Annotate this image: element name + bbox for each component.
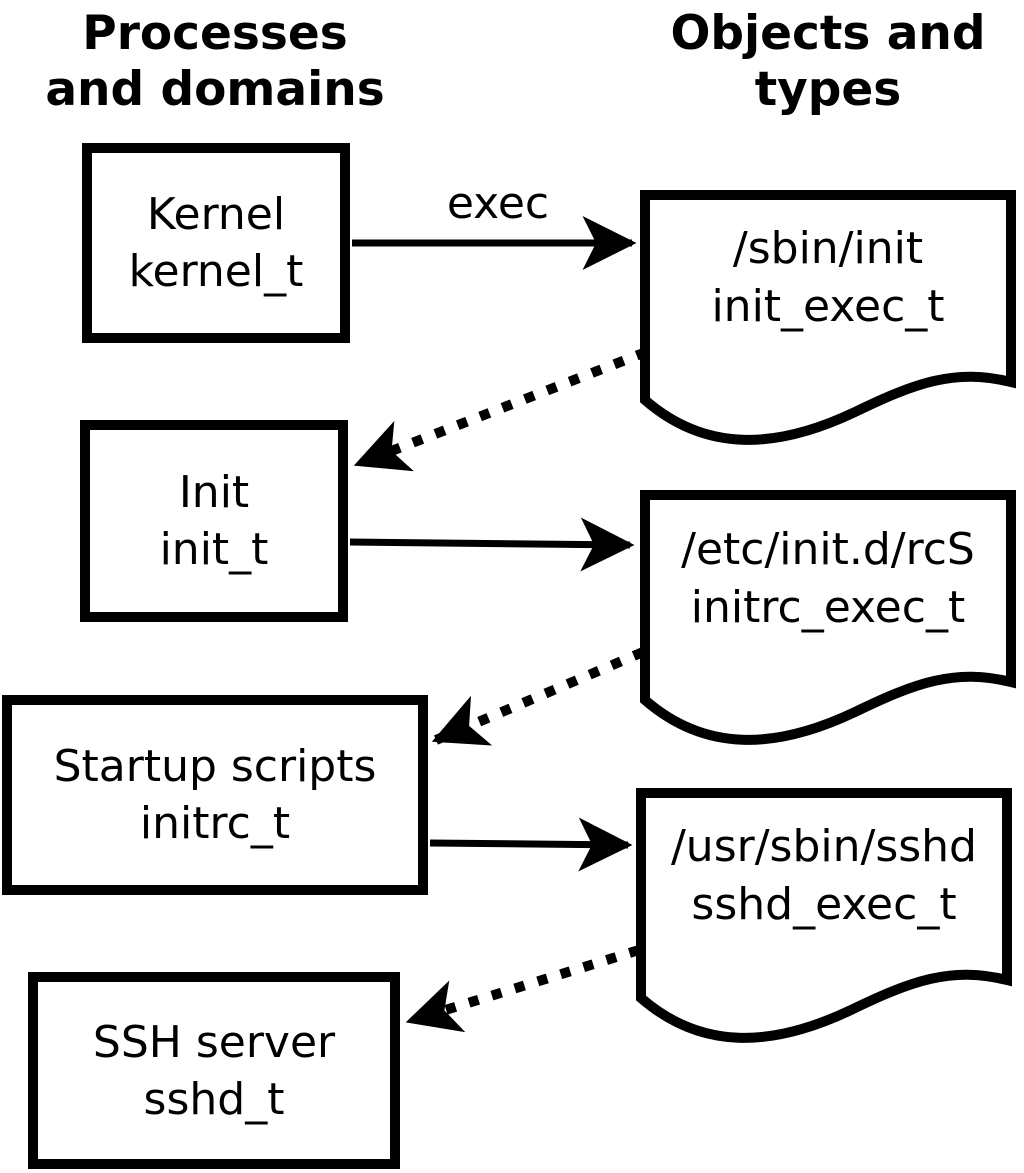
document-shape-etc-initd-rcs [640, 490, 1016, 745]
object-label-sbin-init: /sbin/init init_exec_t [648, 220, 1008, 336]
process-name: SSH server [92, 1016, 336, 1068]
transition-arrow-to-sshd-t [405, 945, 641, 1033]
header-line: Processes [82, 6, 348, 61]
header-line: Objects and [670, 6, 986, 61]
object-path: /sbin/init [732, 223, 924, 274]
process-name: Kernel [146, 189, 286, 240]
object-type: sshd_exec_t [691, 879, 957, 930]
process-domain: sshd_t [143, 1073, 285, 1125]
process-box-init: Init init_t [80, 420, 348, 622]
object-label-etc-initd-rcs: /etc/init.d/rcS initrc_exec_t [648, 521, 1008, 637]
process-domain: kernel_t [128, 246, 304, 297]
header-line: types [754, 62, 902, 117]
column-header-processes: Processes and domains [25, 6, 405, 118]
process-box-ssh-server: SSH server sshd_t [28, 972, 400, 1169]
process-name: Startup scripts [53, 741, 377, 792]
object-type: initrc_exec_t [690, 582, 966, 633]
process-box-startup-scripts: Startup scripts initrc_t [2, 695, 428, 895]
header-line: and domains [45, 62, 385, 117]
process-domain: initrc_t [139, 798, 291, 849]
object-path: /etc/init.d/rcS [681, 524, 975, 575]
transition-arrow-to-init-t [353, 347, 648, 472]
object-type: init_exec_t [711, 281, 945, 332]
exec-arrow-label: exec [446, 178, 550, 229]
process-name: Init [178, 467, 250, 518]
column-header-objects: Objects and types [616, 6, 1024, 118]
object-path: /usr/sbin/sshd [670, 821, 977, 872]
transition-arrow-to-initrc-t [431, 647, 645, 746]
process-domain: init_t [159, 524, 269, 575]
process-box-kernel: Kernel kernel_t [82, 143, 350, 343]
document-shape-usr-sbin-sshd [636, 788, 1012, 1043]
exec-arrow-initrc-to-sshd [429, 817, 633, 872]
object-label-usr-sbin-sshd: /usr/sbin/sshd sshd_exec_t [644, 818, 1004, 934]
exec-arrow-init-to-rcs [349, 517, 635, 572]
document-shape-sbin-init [640, 190, 1016, 445]
